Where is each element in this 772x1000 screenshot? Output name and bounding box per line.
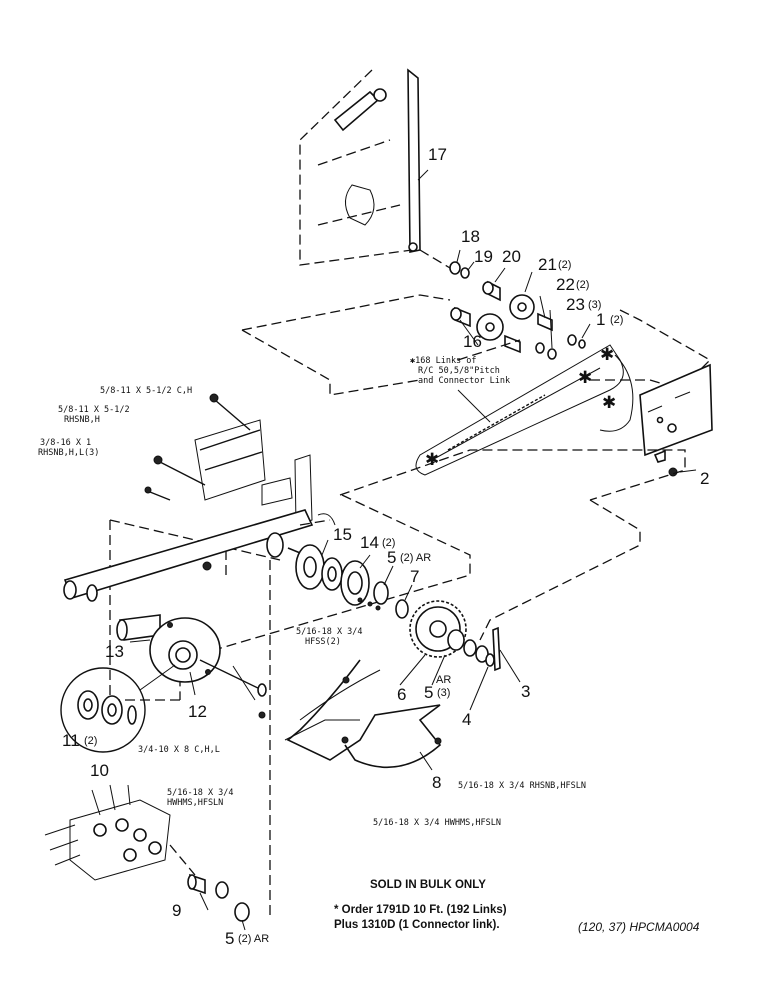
callout-23-qty: (3) [588,299,601,311]
callout-21-qty: (2) [558,259,571,271]
callout-15: 15 [333,525,352,544]
chain-note-line1: ✱168 Links of [410,356,477,366]
spec-3-8-16-line2: RHSNB,H,L(3) [38,448,99,458]
hardware-specs: 5/8-11 X 5-1/2 C,H 5/8-11 X 5-1/2 RHSNB,… [38,386,586,828]
callout-5a: 5 [387,548,396,567]
callout-labels: 17 18 19 20 21 (2) 22 (2) 23 (3) 1 (2) 1… [62,145,709,948]
callout-5a-qty: (2) AR [400,552,431,564]
callout-7: 7 [410,567,419,586]
part-12-bearing-flange [116,614,267,697]
spec-hfss-line2: HFSS(2) [305,637,341,647]
bulk-note: SOLD IN BULK ONLY [370,879,486,891]
callout-1: 1 [596,310,605,329]
svg-text:✱: ✱ [425,450,439,469]
upper-frame-plate [299,69,413,266]
callout-23: 23 [566,295,585,314]
spec-hwhms-hfsln: 5/16-18 X 3/4 HWHMS,HFSLN [373,818,501,828]
callout-9: 9 [172,901,181,920]
spec-hwhms-left-line1: 5/16-18 X 3/4 [167,788,234,798]
hinge-bracket-assembly [144,393,313,527]
spec-3-8-16-line1: 3/8-16 X 1 [40,438,91,448]
figure-reference: (120, 37) HPCMA0004 [578,920,700,934]
callout-13: 13 [105,642,124,661]
callout-5b-qty: (3) [437,687,450,699]
callout-14-qty: (2) [382,537,395,549]
spec-5-8-11-rhsnb-line1: 5/8-11 X 5-1/2 [58,405,130,415]
part-6-drive-sprocket [409,600,501,672]
callout-11: 11 [62,731,80,750]
callout-14: 14 [360,533,379,552]
svg-text:✱: ✱ [600,345,614,364]
part-16-spacer-sprocket [450,306,521,354]
leader-lines [129,169,697,931]
callout-16: 16 [463,332,482,351]
part-8-chain-shield [258,659,442,768]
callout-6: 6 [397,685,406,704]
detail-callout-bearings [60,664,176,753]
callout-8: 8 [432,773,441,792]
chain-note: ✱168 Links of R/C 50,5/8"Pitch and Conne… [410,356,510,386]
callout-5c-qty: (2) AR [238,933,269,945]
svg-text:✱: ✱ [578,368,592,387]
callout-1-qty: (2) [610,314,623,326]
callout-21: 21 [538,255,557,274]
lower-frame-outline [109,449,686,915]
footer-notes: SOLD IN BULK ONLY * Order 1791D 10 Ft. (… [334,879,700,934]
callout-5b: 5 [424,683,433,702]
chain-note-line3: and Connector Link [418,376,510,386]
spec-3-4-10: 3/4-10 X 8 C,H,L [138,745,220,755]
spec-rhsnb-hfsln: 5/16-18 X 3/4 RHSNB,HFSLN [458,781,586,791]
callout-2: 2 [700,469,709,488]
chain-note-line2: R/C 50,5/8"Pitch [418,366,500,376]
callout-10: 10 [90,761,109,780]
callout-5c: 5 [225,929,234,948]
svg-text:✱: ✱ [602,393,616,412]
lower-gearbox-assembly [44,784,250,922]
shaft-centerline [419,249,451,269]
callout-20: 20 [502,247,521,266]
callout-3: 3 [521,682,530,701]
part-15-bearing-assembly [266,513,409,619]
callout-12: 12 [188,702,207,721]
spec-hwhms-left-line2: HWHMS,HFSLN [167,798,223,808]
callout-22: 22 [556,275,575,294]
part-2-idler-bracket [639,363,713,477]
upper-hardware-stack [449,261,586,360]
callout-5b-ar: AR [436,674,451,686]
order-note-line1: * Order 1791D 10 Ft. (192 Links) [334,904,507,916]
callout-18: 18 [461,227,480,246]
callout-17: 17 [428,145,447,164]
roller-chain: ✱ ✱ ✱ ✱ [415,344,634,476]
main-drive-shaft [63,509,314,602]
spec-5-8-11-c-h: 5/8-11 X 5-1/2 C,H [100,386,192,396]
callout-11-qty: (2) [84,735,97,747]
callout-19: 19 [474,247,493,266]
callout-22-qty: (2) [576,279,589,291]
callout-4: 4 [462,710,471,729]
spec-5-8-11-rhsnb-line2: RHSNB,H [64,415,100,425]
chain-guard-outline [241,294,712,396]
order-note-line2: Plus 1310D (1 Connector link). [334,919,500,931]
spec-hfss-line1: 5/16-18 X 3/4 [296,627,363,637]
part-17-support-bar [407,68,421,253]
